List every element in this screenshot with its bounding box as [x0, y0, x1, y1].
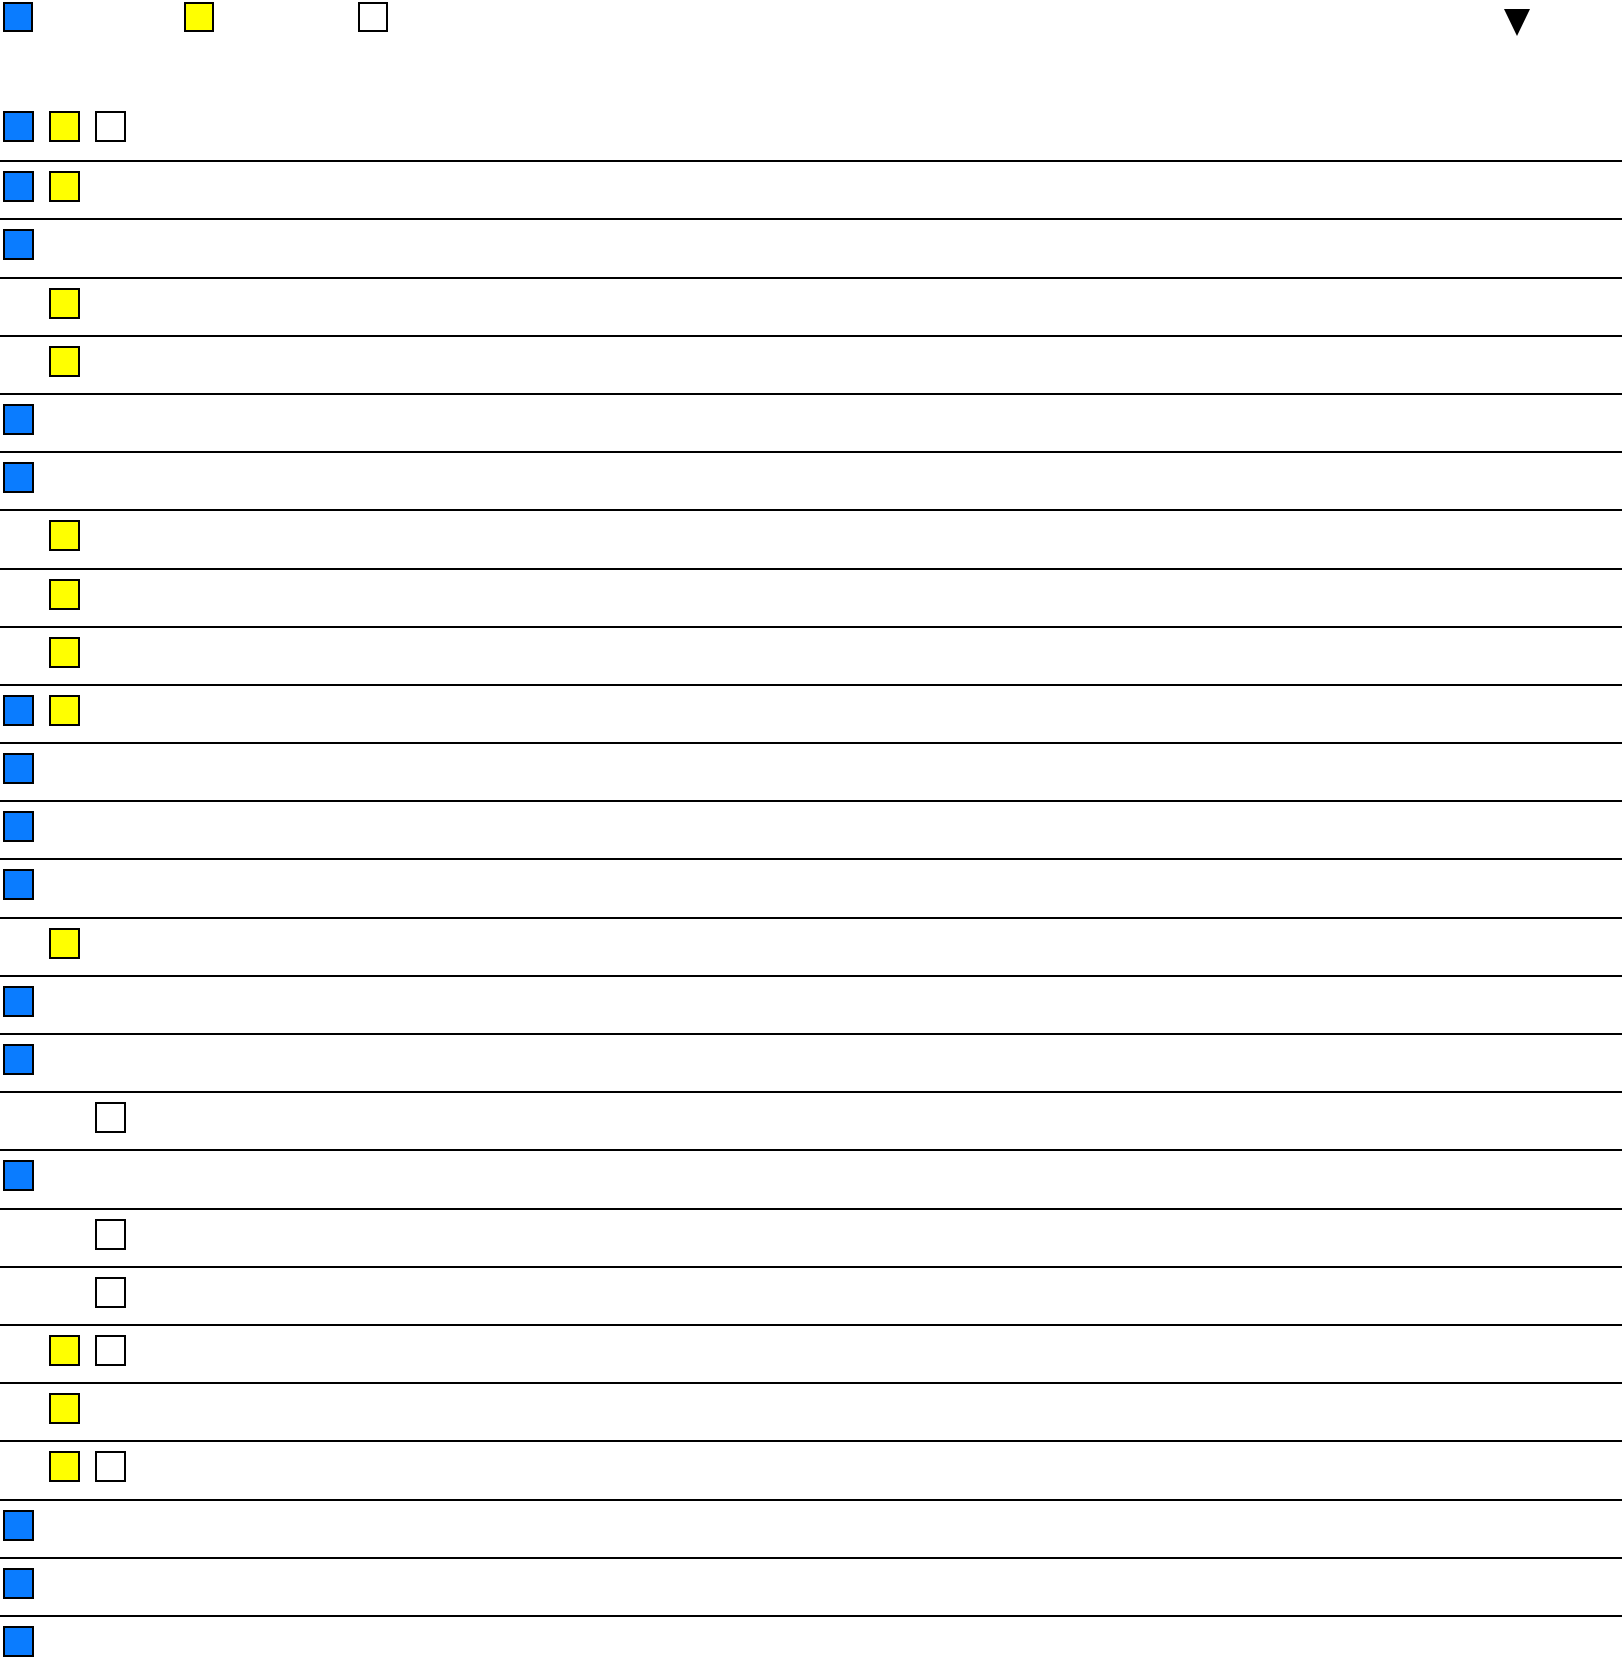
table-row[interactable]	[0, 1614, 1622, 1673]
row-blue-checkbox[interactable]	[3, 1160, 34, 1192]
table-row[interactable]	[0, 334, 1622, 393]
row-blue-checkbox[interactable]	[3, 403, 34, 435]
table-row[interactable]	[0, 102, 1622, 160]
row-white-checkbox[interactable]	[95, 1334, 126, 1366]
row-white-checkbox[interactable]	[95, 1102, 126, 1134]
table-row[interactable]	[0, 392, 1622, 451]
header-bar	[0, 0, 1622, 40]
table-row[interactable]	[0, 916, 1622, 975]
table-row[interactable]	[0, 451, 1622, 509]
row-blue-checkbox[interactable]	[3, 1567, 34, 1599]
row-blue-checkbox[interactable]	[3, 753, 34, 785]
row-yellow-checkbox[interactable]	[49, 520, 80, 552]
row-blue-checkbox[interactable]	[3, 869, 34, 901]
table-row[interactable]	[0, 1207, 1622, 1266]
row-blue-checkbox[interactable]	[3, 694, 34, 726]
row-blue-checkbox[interactable]	[3, 111, 34, 142]
row-blue-checkbox[interactable]	[3, 1509, 34, 1541]
row-yellow-checkbox[interactable]	[49, 1334, 80, 1366]
legend-white-swatch[interactable]	[358, 2, 388, 32]
table-row[interactable]	[0, 858, 1622, 916]
row-blue-checkbox[interactable]	[3, 171, 34, 203]
row-yellow-checkbox[interactable]	[49, 345, 80, 377]
table-row[interactable]	[0, 625, 1622, 684]
row-blue-checkbox[interactable]	[3, 811, 34, 843]
table-row[interactable]	[0, 1323, 1622, 1382]
row-yellow-checkbox[interactable]	[49, 1393, 80, 1425]
table-row[interactable]	[0, 1149, 1622, 1207]
row-yellow-checkbox[interactable]	[49, 1451, 80, 1483]
table-row[interactable]	[0, 509, 1622, 567]
row-white-checkbox[interactable]	[95, 1218, 126, 1250]
table-row[interactable]	[0, 1498, 1622, 1557]
row-blue-checkbox[interactable]	[3, 229, 34, 261]
row-yellow-checkbox[interactable]	[49, 636, 80, 668]
row-blue-checkbox[interactable]	[3, 985, 34, 1017]
row-yellow-checkbox[interactable]	[49, 927, 80, 959]
row-yellow-checkbox[interactable]	[49, 287, 80, 319]
table-row[interactable]	[0, 276, 1622, 335]
table-row[interactable]	[0, 160, 1622, 218]
row-blue-checkbox[interactable]	[3, 1044, 34, 1075]
row-list	[0, 102, 1622, 1673]
triangle-down-icon[interactable]	[1504, 9, 1530, 36]
table-row[interactable]	[0, 974, 1622, 1033]
table-row[interactable]	[0, 567, 1622, 626]
table-row[interactable]	[0, 1382, 1622, 1440]
row-white-checkbox[interactable]	[95, 1451, 126, 1483]
row-yellow-checkbox[interactable]	[49, 694, 80, 726]
row-yellow-checkbox[interactable]	[49, 111, 80, 142]
table-row[interactable]	[0, 1440, 1622, 1498]
table-row[interactable]	[0, 1556, 1622, 1615]
table-row[interactable]	[0, 218, 1622, 276]
legend-yellow-swatch[interactable]	[184, 2, 214, 32]
legend-blue-swatch[interactable]	[3, 2, 33, 32]
table-row[interactable]	[0, 683, 1622, 742]
table-row[interactable]	[0, 1033, 1622, 1091]
table-row[interactable]	[0, 800, 1622, 858]
table-row[interactable]	[0, 742, 1622, 800]
row-blue-checkbox[interactable]	[3, 1625, 34, 1657]
row-white-checkbox[interactable]	[95, 1276, 126, 1308]
row-blue-checkbox[interactable]	[3, 462, 34, 494]
table-row[interactable]	[0, 1091, 1622, 1149]
table-row[interactable]	[0, 1265, 1622, 1324]
row-yellow-checkbox[interactable]	[49, 578, 80, 610]
row-yellow-checkbox[interactable]	[49, 171, 80, 203]
row-white-checkbox[interactable]	[95, 111, 126, 142]
